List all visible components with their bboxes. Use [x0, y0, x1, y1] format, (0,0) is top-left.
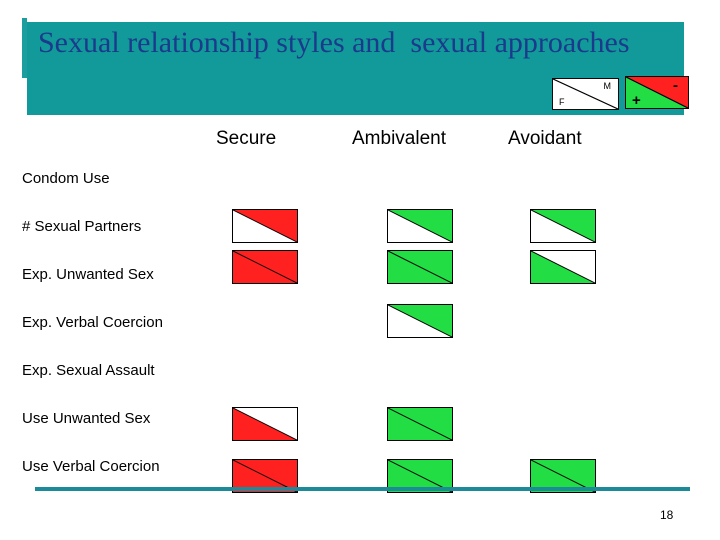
matrix-cell-sexual-partners-secure — [232, 209, 298, 243]
row-label-sexual-partners: # Sexual Partners — [22, 218, 142, 235]
column-header-avoidant: Avoidant — [508, 128, 582, 149]
page-number: 18 — [660, 508, 674, 522]
title-left-accent-white — [18, 18, 22, 78]
column-header-ambivalent: Ambivalent — [352, 128, 446, 149]
footer-rule — [35, 487, 690, 491]
cell-diagonal — [531, 251, 595, 283]
cell-diagonal — [388, 210, 452, 242]
valence-legend-negative-label: - — [673, 77, 678, 94]
valence-legend-diagonal — [626, 77, 688, 108]
cell-diagonal — [388, 460, 452, 492]
sex-legend-box: F M — [552, 78, 619, 110]
matrix-cell-exp-verbal-coercion-ambivalent — [387, 304, 453, 338]
matrix-cell-sexual-partners-avoidant — [530, 209, 596, 243]
cell-diagonal — [233, 210, 297, 242]
cell-diagonal — [233, 408, 297, 440]
title-top-rule — [27, 18, 684, 21]
matrix-cell-sexual-partners-ambivalent — [387, 209, 453, 243]
sex-legend-diagonal — [553, 79, 618, 109]
row-label-use-unwanted-sex: Use Unwanted Sex — [22, 410, 151, 427]
cell-diagonal — [233, 251, 297, 283]
valence-legend-positive-label: + — [632, 92, 641, 109]
row-label-use-verbal-coercion: Use Verbal Coercion — [22, 458, 160, 475]
title-left-accent-teal — [22, 18, 27, 78]
cell-diagonal — [531, 210, 595, 242]
cell-diagonal — [388, 305, 452, 337]
cell-diagonal — [388, 251, 452, 283]
row-label-exp-sexual-assault: Exp. Sexual Assault — [22, 362, 155, 379]
cell-diagonal — [531, 460, 595, 492]
row-label-exp-verbal-coercion: Exp. Verbal Coercion — [22, 314, 163, 331]
cell-diagonal — [388, 408, 452, 440]
row-label-exp-unwanted-sex: Exp. Unwanted Sex — [22, 266, 154, 283]
row-label-condom-use: Condom Use — [22, 170, 110, 187]
matrix-cell-exp-unwanted-sex-ambivalent — [387, 250, 453, 284]
matrix-cell-use-unwanted-sex-ambivalent — [387, 407, 453, 441]
matrix-cell-exp-unwanted-sex-avoidant — [530, 250, 596, 284]
page-title: Sexual relationship styles and sexual ap… — [38, 26, 630, 59]
sex-legend-female-label: F — [559, 97, 565, 107]
matrix-cell-use-unwanted-sex-secure — [232, 407, 298, 441]
cell-diagonal — [233, 460, 297, 492]
sex-legend-male-label: M — [603, 81, 612, 91]
column-header-secure: Secure — [216, 128, 277, 149]
matrix-cell-exp-unwanted-sex-secure — [232, 250, 298, 284]
valence-legend-box: + - — [625, 76, 689, 109]
